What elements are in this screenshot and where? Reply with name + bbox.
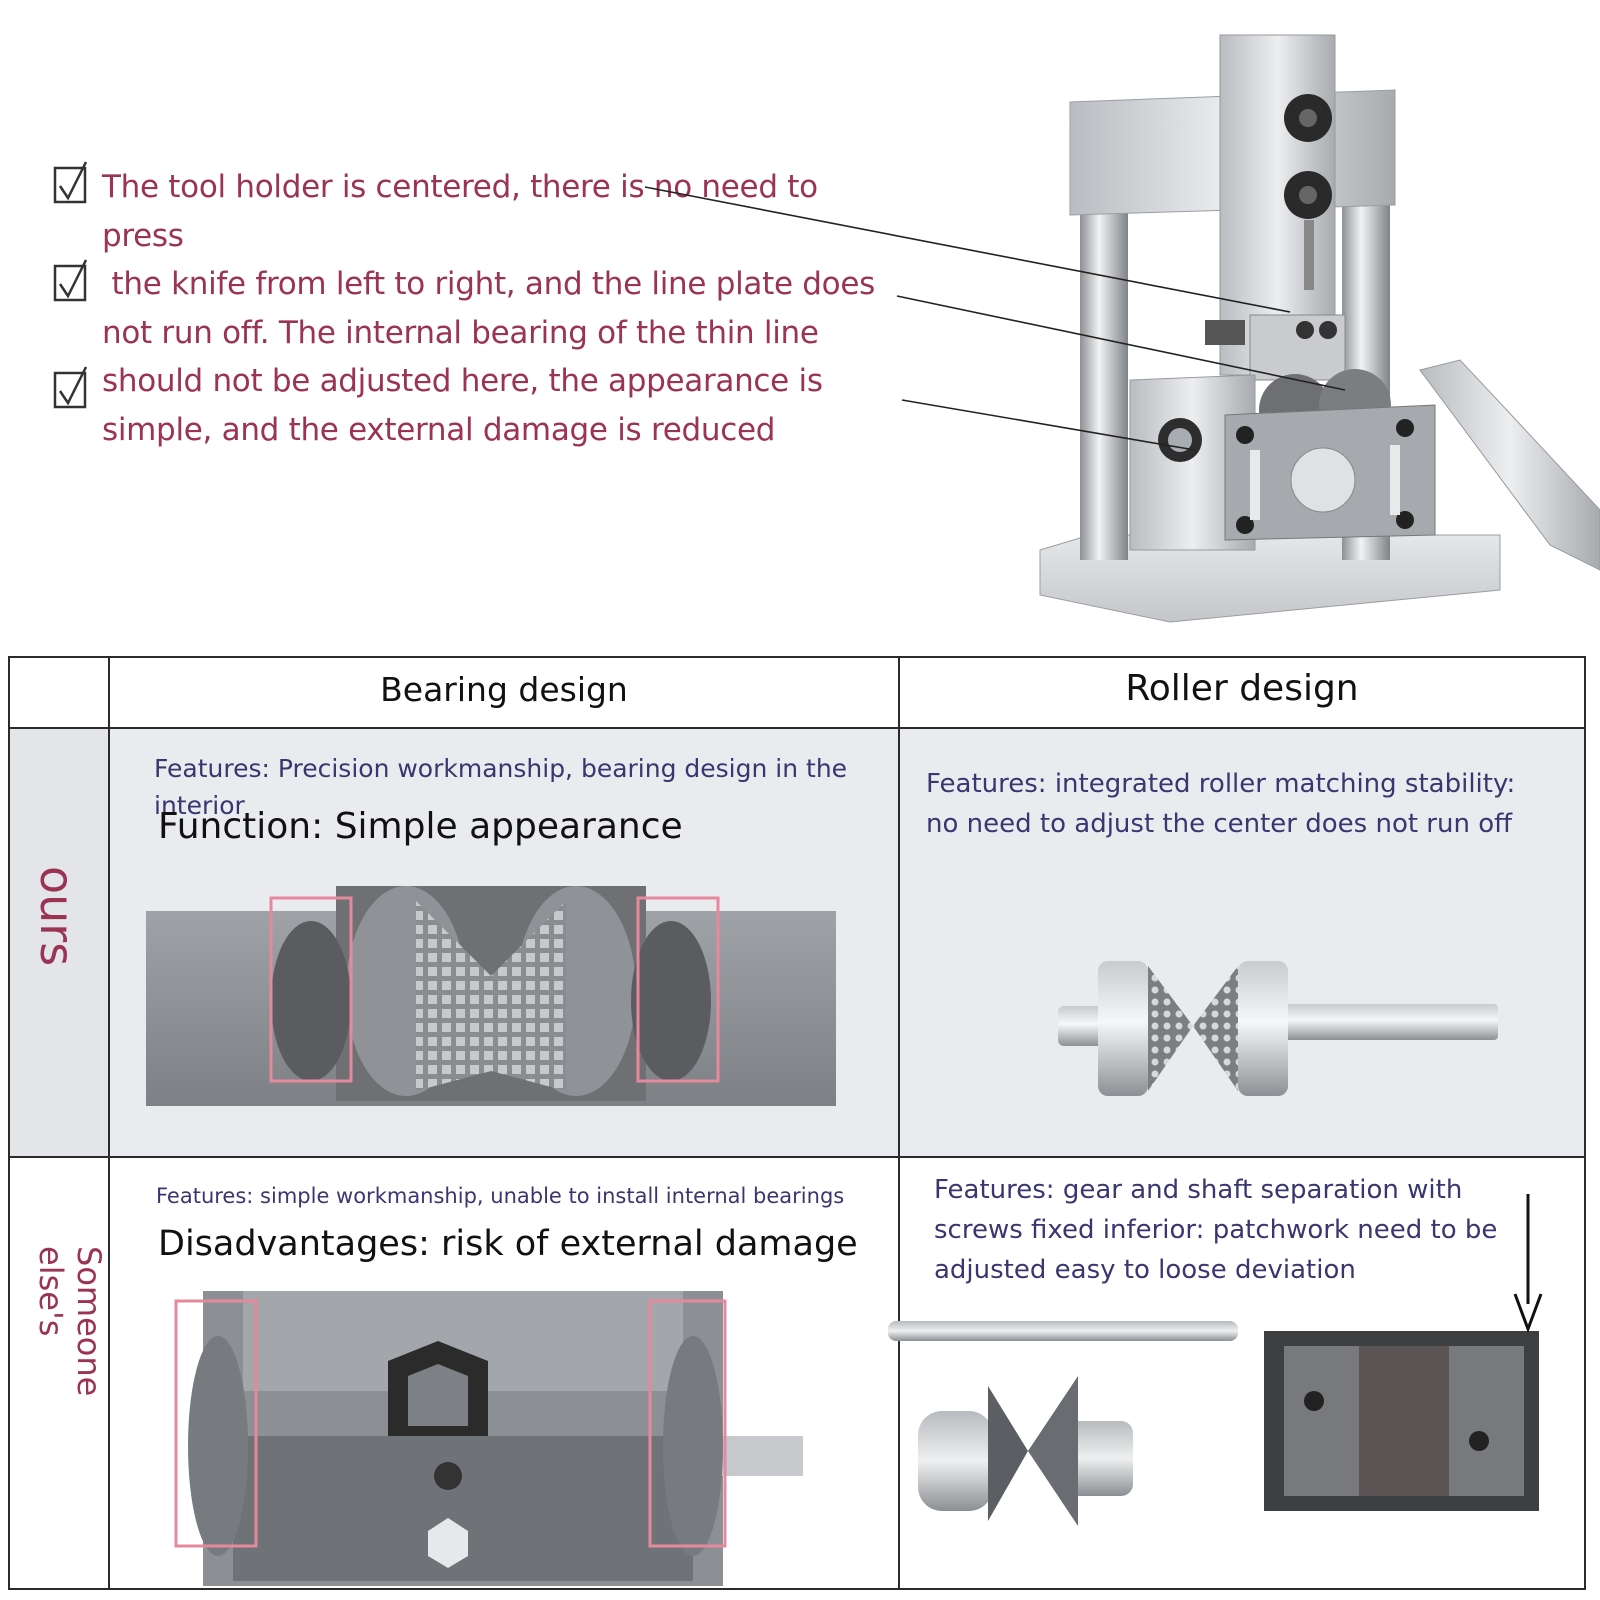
promo-line: The tool holder is centered, there is no… — [102, 169, 818, 254]
ours-label-cell — [8, 728, 108, 1156]
comparison-table: Bearing design Roller design ours Someon… — [8, 656, 1586, 1590]
bearing-block-photo — [146, 886, 836, 1106]
table-border — [8, 656, 1586, 658]
promo-line: should not be adjusted here, the appeara… — [102, 363, 823, 399]
checkbox-icon — [53, 259, 88, 302]
header-bearing-design: Bearing design — [380, 670, 628, 709]
table-border — [1584, 656, 1586, 1590]
table-border — [898, 656, 900, 1590]
table-border — [8, 727, 1586, 729]
ours-bearing-features: Features: Precision workmanship, bearing… — [154, 754, 848, 820]
arrow-down-icon — [1513, 1194, 1543, 1334]
others-roller-features: Features: gear and shaft separation with… — [934, 1175, 1498, 1285]
others-bearing-disadvantage: Disadvantages: risk of external damage — [158, 1224, 858, 1264]
gear-and-shaft-photo — [888, 1321, 1238, 1526]
table-border — [8, 1588, 1586, 1590]
others-bearing-features: Features: simple workmanship, unable to … — [156, 1184, 845, 1208]
gear-closeup-photo — [1264, 1331, 1539, 1511]
row-label-ours: ours — [30, 866, 84, 967]
promo-line: not run off. The internal bearing of the… — [102, 314, 819, 351]
external-bearing-photo — [163, 1286, 813, 1586]
header-roller-design: Roller design — [1125, 668, 1359, 709]
top-section: The tool holder is centered, there is no… — [0, 0, 1600, 650]
ours-bearing-function: Function: Simple appearance — [158, 806, 683, 847]
table-border — [8, 1156, 1586, 1158]
checkbox-icon — [53, 366, 88, 409]
promo-line: simple, and the external damage is reduc… — [102, 411, 776, 448]
promo-text: The tool holder is centered, there is no… — [102, 163, 892, 454]
ours-roller-features: Features: integrated roller matching sta… — [926, 769, 1516, 839]
table-border — [108, 656, 110, 1590]
promo-line: the knife from left to right, and the li… — [102, 266, 876, 302]
table-border — [8, 656, 10, 1590]
checkbox-icon — [53, 161, 88, 204]
integrated-roller-photo — [1058, 961, 1498, 1096]
row-label-others: Someone else's — [32, 1246, 108, 1397]
wire-stripper-machine-image — [1039, 34, 1600, 623]
